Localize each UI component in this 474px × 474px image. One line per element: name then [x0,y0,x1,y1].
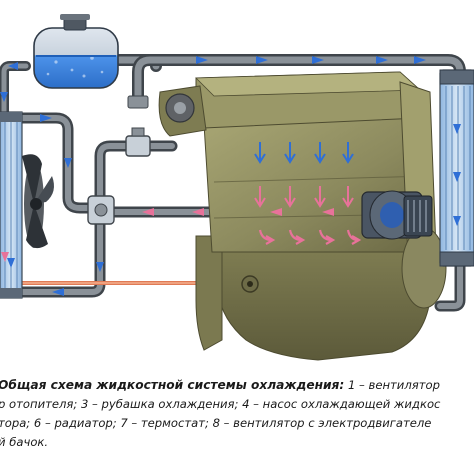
pipe-connector [127,95,149,109]
arrow-icon [52,288,64,296]
figure-caption: Общая схема жидкостной системы охлаждени… [0,376,474,474]
arrow-icon [1,252,9,262]
radiator-main [439,69,474,267]
arrow-icon [8,62,18,70]
arrow-icon [142,208,154,216]
engine-crankcase [213,247,431,361]
heater-radiator [0,111,23,299]
engine-bellhousing [195,235,223,351]
caption-line-3: тора; 6 – радиатор; 7 – термостат; 8 – в… [0,416,432,430]
caption-text: 1 – вентилятор [347,378,440,392]
caption-line-2: р отопителя; 3 – рубашка охлаждения; 4 –… [0,397,441,411]
heater-valve [125,127,151,157]
arrow-icon [0,92,8,102]
arrow-icon [256,56,268,64]
arrow-icon [453,216,461,226]
arrow-icon [312,56,324,64]
arrow-icon [196,56,208,64]
arrow-icon [270,208,282,216]
arrow-icon [96,262,104,272]
flow-arrows-blue [0,56,461,296]
arrow-icon [453,124,461,134]
arrow-icon [254,142,354,164]
arrow-icon [453,172,461,182]
caption-line-1: Общая схема жидкостной системы охлаждени… [0,376,474,395]
cooling-system-diagram [0,14,474,361]
fan-icon [22,154,54,249]
water-pump [361,190,433,240]
flow-arrows-pink [1,186,362,262]
arrow-icon [192,208,204,216]
arrow-icon [258,229,362,245]
arrow-icon [64,158,72,168]
arrow-icon [414,56,426,64]
arrow-icon [322,208,334,216]
arrow-icon [254,186,354,208]
arrow-icon [7,258,15,268]
expansion-tank [33,14,119,89]
arrow-icon [376,56,388,64]
caption-line-4: й бачок. [0,435,49,449]
caption-title: Общая схема жидкостной системы охлаждени… [0,378,345,392]
thermostat [87,195,115,225]
arrow-icon [40,114,52,122]
